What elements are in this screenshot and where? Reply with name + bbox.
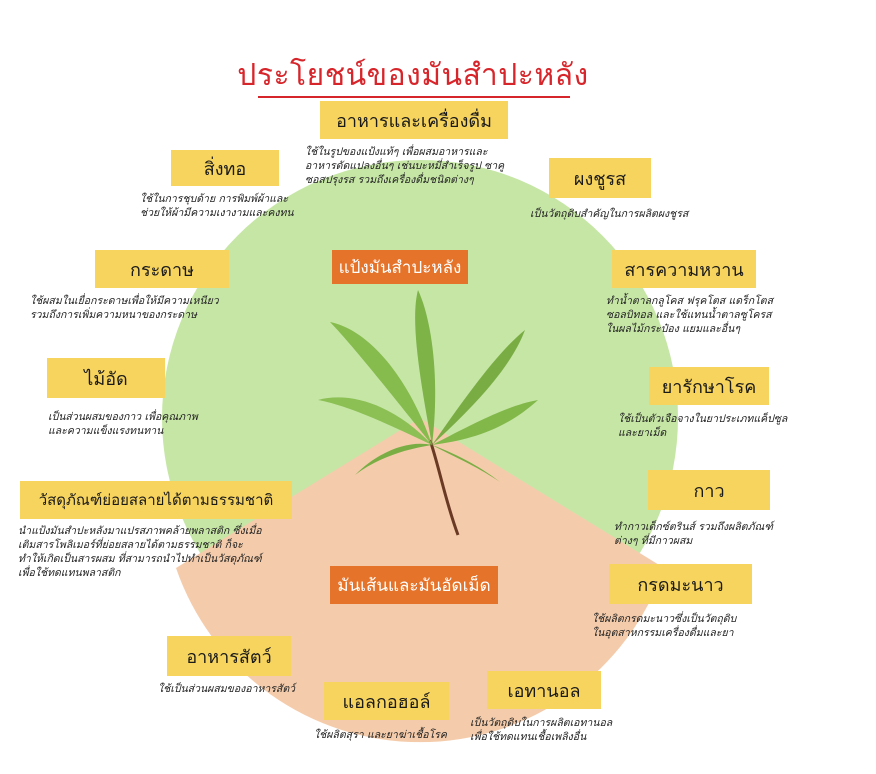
- label-citric-acid: กรดมะนาว: [609, 564, 752, 604]
- label-textile: สิ่งทอ: [171, 150, 279, 186]
- desc-animal-feed: ใช้เป็นส่วนผสมของอาหารสัตว์: [158, 683, 296, 695]
- page-title: ประโยชน์ของมันสำปะหลัง: [237, 58, 589, 93]
- label-glue: กาว: [648, 470, 770, 510]
- label-msg: ผงชูรส: [549, 158, 651, 198]
- center-starch-box: แป้งมันสำปะหลัง: [332, 250, 468, 284]
- label-animal-feed: อาหารสัตว์: [167, 636, 291, 676]
- label-alcohol: แอลกอฮอล์: [324, 682, 449, 720]
- label-sweetener: สารความหวาน: [612, 250, 756, 288]
- desc-food: ใช้ในรูปของแป้งแท้ๆ เพื่อผสมอาหารและ อาห…: [305, 146, 505, 186]
- label-biodegradable: วัสดุภัณฑ์ย่อยสลายได้ตามธรรมชาติ: [20, 481, 292, 519]
- desc-paper: ใช้ผสมในเยื่อกระดาษเพื่อให้มีความเหนียว …: [30, 295, 219, 321]
- label-medicine: ยารักษาโรค: [649, 367, 769, 405]
- desc-textile: ใช้ในการชุบด้าย การพิมพ์ผ้าและ ช่วยให้ผ้…: [140, 193, 294, 219]
- label-food: อาหารและเครื่องดื่ม: [320, 101, 508, 139]
- label-ethanol: เอทานอล: [487, 671, 601, 709]
- cassava-leaf-icon: [318, 290, 538, 536]
- desc-plywood: เป็นส่วนผสมของกาว เพื่อคุณภาพ และความแข็…: [48, 411, 198, 437]
- label-paper: กระดาษ: [95, 250, 229, 288]
- desc-ethanol: เป็นวัตถุดิบในการผลิตเอทานอล เพื่อใช้ทดแ…: [470, 717, 613, 743]
- desc-glue: ทำกาวเด็กซ์ตรินส์ รวมถึงผลิตภัณฑ์ ต่างๆ …: [614, 521, 773, 547]
- desc-msg: เป็นวัตถุดิบสำคัญในการผลิตผงชูรส: [530, 208, 689, 220]
- desc-sweetener: ทำน้ำตาลกลูโคส ฟรุคโตส แดร็กโตส ซอลบิทอล…: [606, 295, 773, 335]
- desc-biodegradable: นำแป้งมันสำปะหลังมาแปรสภาพคล้ายพลาสติก ซ…: [18, 525, 262, 579]
- label-plywood: ไม้อัด: [47, 358, 165, 398]
- desc-medicine: ใช้เป็นตัวเจือจางในยาประเภทแค็ปซูล และยา…: [618, 413, 788, 439]
- desc-citric-acid: ใช้ผลิตกรดมะนาวซึ่งเป็นวัตถุดิบ ในอุตสาห…: [592, 613, 737, 639]
- title-underline: [258, 96, 570, 98]
- desc-alcohol: ใช้ผลิตสุรา และยาฆ่าเชื้อโรค: [314, 729, 447, 741]
- center-chips-box: มันเส้นและมันอัดเม็ด: [330, 566, 498, 604]
